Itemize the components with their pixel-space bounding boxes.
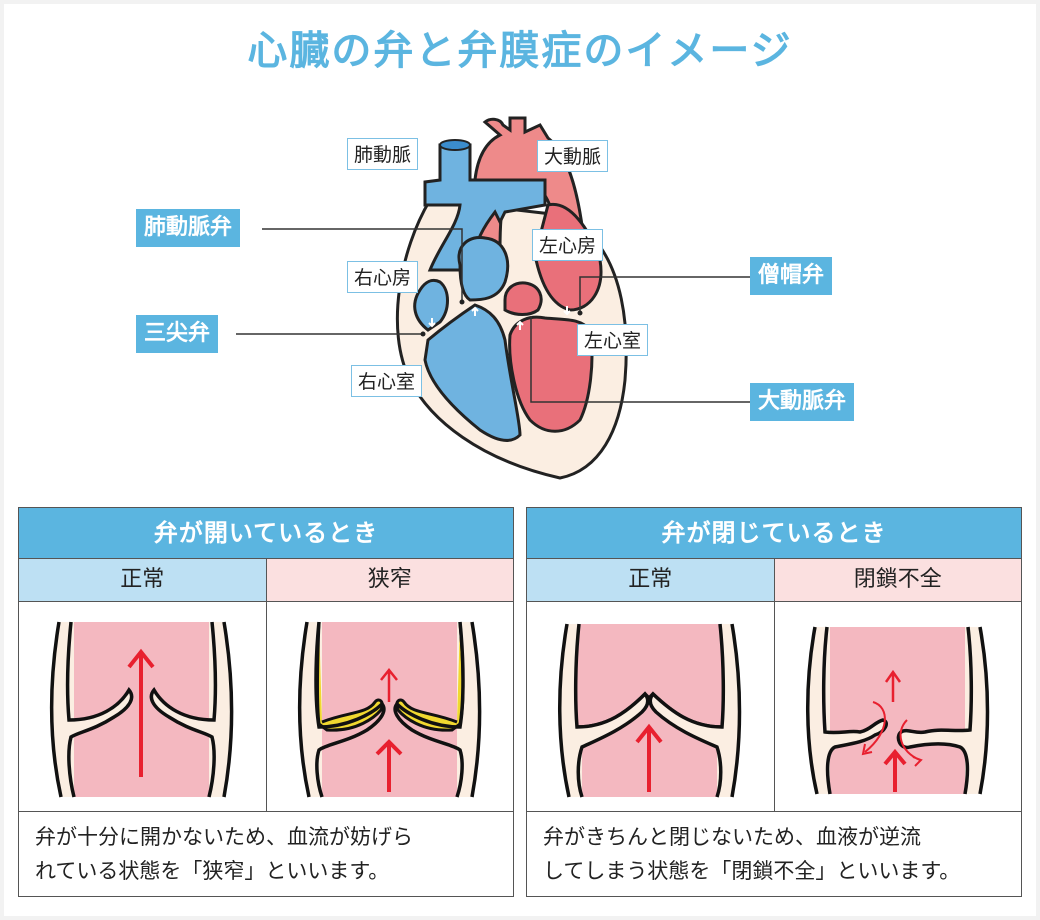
aortic-root xyxy=(503,281,543,316)
column-header-normal: 正常 xyxy=(19,559,267,601)
blood-flow-arrow-icon xyxy=(127,648,155,777)
description-line: 弁がきちんと閉じないため、血液が逆流 xyxy=(543,825,921,849)
illustration-valve-open-stenosis xyxy=(267,602,514,811)
description-line: 弁が十分に開かないため、血流が妨げら xyxy=(35,825,413,849)
label-aortic-valve: 大動脈弁 xyxy=(750,383,855,421)
column-header-normal: 正常 xyxy=(527,559,775,601)
description: 弁がきちんと閉じないため、血液が逆流 してしまう状態を「閉鎖不全」といいます。 xyxy=(527,812,1021,888)
panel-header: 弁が閉じているとき xyxy=(527,508,1021,559)
backflow-arrow-icon xyxy=(861,701,886,756)
label-left-ventricle: 左心室 xyxy=(577,324,649,356)
label-aorta: 大動脈 xyxy=(537,140,609,172)
page-title: 心臓の弁と弁膜症のイメージ xyxy=(247,28,793,74)
weak-flow-arrow-icon xyxy=(379,667,398,702)
right-ventricle-outflow xyxy=(457,235,510,302)
leader-aortic-valve xyxy=(530,316,752,403)
description-line: れている状態を「狭窄」といいます。 xyxy=(35,859,390,883)
column-header-stenosis: 狭窄 xyxy=(266,559,513,601)
pulmonary-arrow-icon xyxy=(471,306,479,316)
label-tricuspid-valve: 三尖弁 xyxy=(136,315,219,353)
description: 弁が十分に開かないため、血流が妨げら れている状態を「狭窄」といいます。 xyxy=(19,812,513,888)
weak-flow-arrow-icon xyxy=(884,669,901,702)
heart-diagram xyxy=(236,116,752,480)
left-ventricle xyxy=(508,315,594,433)
column-header-regurgitation: 閉鎖不全 xyxy=(774,559,1021,601)
aortic-arrow-icon xyxy=(516,320,524,330)
illustration-valve-closed-regurgitation xyxy=(775,602,1022,811)
leader-pulmonary-valve xyxy=(262,228,463,302)
illustration-valve-open-normal xyxy=(19,602,267,811)
blood-flow-arrow-icon xyxy=(635,723,663,792)
label-left-atrium: 左心房 xyxy=(532,229,604,261)
label-right-atrium: 右心房 xyxy=(347,261,419,293)
blood-flow-arrow-icon xyxy=(882,748,907,792)
label-right-ventricle: 右心室 xyxy=(351,365,423,397)
leader-mitral-valve xyxy=(579,276,752,313)
pulmonary-artery-opening xyxy=(439,139,471,151)
panel-valve-open: 弁が開いているとき 正常 狭窄 xyxy=(18,507,514,897)
tricuspid-arrow-icon xyxy=(428,318,436,328)
mitral-arrow-icon xyxy=(563,306,571,316)
description-line: してしまう状態を「閉鎖不全」といいます。 xyxy=(543,859,961,883)
panel-valve-closed: 弁が閉じているとき 正常 閉鎖不全 xyxy=(526,507,1022,897)
panel-header: 弁が開いているとき xyxy=(19,508,513,559)
blood-flow-arrow-icon xyxy=(375,739,402,792)
label-pulmonary-valve: 肺動脈弁 xyxy=(136,209,241,247)
illustration-valve-closed-normal xyxy=(527,602,775,811)
right-ventricle xyxy=(423,303,522,442)
label-mitral-valve: 僧帽弁 xyxy=(750,257,833,295)
right-atrium xyxy=(413,278,449,332)
backflow-arrow-icon xyxy=(899,719,923,767)
label-pulmonary-artery: 肺動脈 xyxy=(347,138,419,170)
